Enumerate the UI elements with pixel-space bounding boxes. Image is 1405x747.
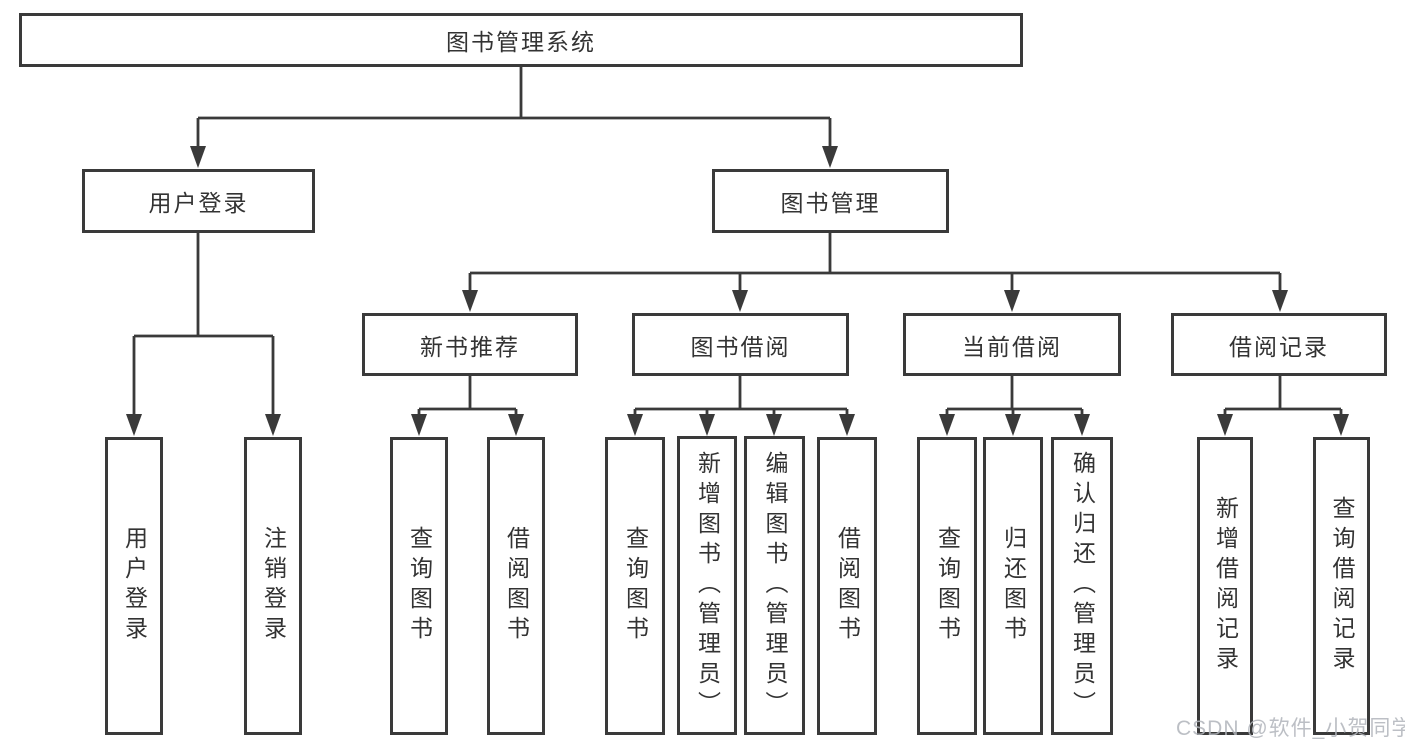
node-user-login: 用户登录: [82, 169, 315, 233]
leaf-bb-query-book-label: 查询图书: [622, 526, 649, 646]
leaf-nbr-borrow-book-label: 借阅图书: [503, 526, 530, 646]
leaf-user-login-label: 用户登录: [121, 526, 148, 646]
leaf-bb-query-book: 查询图书: [605, 437, 665, 735]
leaf-logout: 注销登录: [244, 437, 302, 735]
node-library-system-label: 图书管理系统: [446, 29, 596, 55]
leaf-cb-return-book-label: 归还图书: [1000, 526, 1027, 646]
node-book-management-label: 图书管理: [780, 190, 881, 216]
leaf-cb-confirm-return-admin-label: 确认归还（管理员）: [1069, 451, 1096, 721]
node-user-login-label: 用户登录: [148, 190, 249, 216]
node-new-book-recommendation-label: 新书推荐: [420, 333, 520, 360]
leaf-bb-add-book-admin-label: 新增图书（管理员）: [694, 450, 721, 721]
node-borrowing-records-label: 借阅记录: [1229, 333, 1329, 360]
leaf-cb-query-book: 查询图书: [917, 437, 977, 735]
leaf-bb-borrow-book-label: 借阅图书: [834, 526, 861, 646]
leaf-bb-edit-book-admin: 编辑图书（管理员）: [744, 436, 805, 735]
leaf-bb-add-book-admin: 新增图书（管理员）: [677, 436, 737, 735]
leaf-nbr-query-book: 查询图书: [390, 437, 448, 735]
leaf-br-query-record-label: 查询借阅记录: [1329, 496, 1355, 676]
leaf-nbr-borrow-book: 借阅图书: [487, 437, 545, 735]
leaf-cb-confirm-return-admin: 确认归还（管理员）: [1051, 437, 1113, 735]
leaf-br-add-record-label: 新增借阅记录: [1212, 496, 1239, 676]
node-book-borrowing: 图书借阅: [632, 313, 849, 376]
arrowheads: [126, 146, 1349, 436]
leaf-cb-return-book: 归还图书: [983, 437, 1043, 735]
node-new-book-recommendation: 新书推荐: [362, 313, 578, 376]
leaf-logout-label: 注销登录: [260, 526, 287, 646]
leaf-br-add-record: 新增借阅记录: [1197, 437, 1253, 735]
node-current-borrowing-label: 当前借阅: [962, 333, 1062, 360]
node-book-borrowing-label: 图书借阅: [690, 333, 791, 360]
node-current-borrowing: 当前借阅: [903, 313, 1121, 376]
leaf-nbr-query-book-label: 查询图书: [406, 526, 433, 646]
leaf-user-login: 用户登录: [105, 437, 163, 735]
csdn-watermark: CSDN @软件_小贺同学: [1176, 717, 1405, 740]
leaf-br-query-record: 查询借阅记录: [1313, 437, 1370, 735]
node-borrowing-records: 借阅记录: [1171, 313, 1387, 376]
node-library-system: 图书管理系统: [19, 13, 1023, 67]
leaf-bb-edit-book-admin-label: 编辑图书（管理员）: [762, 450, 788, 721]
leaf-cb-query-book-label: 查询图书: [934, 526, 961, 646]
node-book-management: 图书管理: [712, 169, 949, 233]
leaf-bb-borrow-book: 借阅图书: [817, 437, 877, 735]
